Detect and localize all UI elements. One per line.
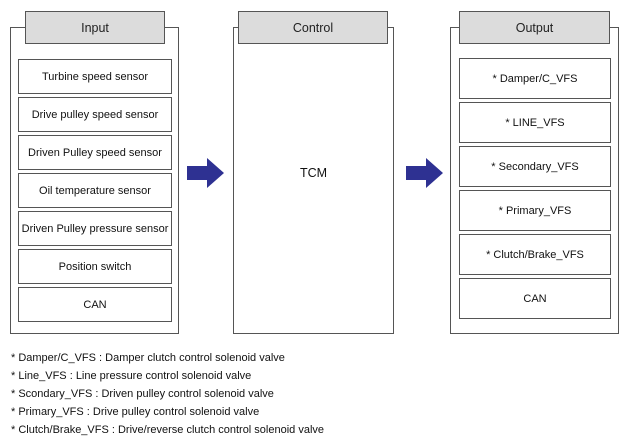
- output-item-can: CAN: [459, 278, 611, 319]
- control-panel: [233, 27, 394, 334]
- input-item-label: Oil temperature sensor: [39, 184, 151, 197]
- footnotes: * Damper/C_VFS : Damper clutch control s…: [11, 349, 324, 439]
- input-item-drive-pulley-speed-sensor: Drive pulley speed sensor: [18, 97, 172, 132]
- output-item-label: * Clutch/Brake_VFS: [486, 248, 584, 261]
- input-item-label: Turbine speed sensor: [42, 70, 148, 83]
- output-item-secondary-vfs: * Secondary_VFS: [459, 146, 611, 187]
- footnote: * Line_VFS : Line pressure control solen…: [11, 370, 252, 382]
- footnote: * Scondary_VFS : Driven pulley control s…: [11, 388, 274, 400]
- output-item-clutch-brake-vfs: * Clutch/Brake_VFS: [459, 234, 611, 275]
- tcm-label: TCM: [299, 166, 328, 180]
- input-item-driven-pulley-pressure-sensor: Driven Pulley pressure sensor: [18, 211, 172, 246]
- control-header: Control: [238, 11, 388, 44]
- output-item-damper-c-vfs: * Damper/C_VFS: [459, 58, 611, 99]
- input-item-label: Driven Pulley pressure sensor: [21, 222, 169, 235]
- output-item-line-vfs: * LINE_VFS: [459, 102, 611, 143]
- right-arrow-icon: [406, 158, 443, 188]
- input-title: Input: [81, 20, 109, 35]
- input-item-label: CAN: [83, 298, 107, 311]
- control-body: TCM: [233, 150, 394, 196]
- footnote: * Damper/C_VFS : Damper clutch control s…: [11, 352, 285, 364]
- output-item-label: * Secondary_VFS: [491, 160, 579, 173]
- input-item-label: Driven Pulley speed sensor: [28, 146, 162, 159]
- input-item-turbine-speed-sensor: Turbine speed sensor: [18, 59, 172, 94]
- input-item-position-switch: Position switch: [18, 249, 172, 284]
- output-item-label: * LINE_VFS: [505, 116, 565, 129]
- input-item-label: Position switch: [58, 260, 132, 273]
- footnote: * Primary_VFS : Drive pulley control sol…: [11, 406, 260, 418]
- right-arrow-icon: [187, 158, 224, 188]
- output-header: Output: [459, 11, 610, 44]
- input-item-can: CAN: [18, 287, 172, 322]
- input-item-label: Drive pulley speed sensor: [31, 108, 159, 121]
- output-item-primary-vfs: * Primary_VFS: [459, 190, 611, 231]
- footnote: * Clutch/Brake_VFS : Drive/reverse clutc…: [11, 424, 325, 436]
- output-item-label: * Primary_VFS: [498, 204, 572, 217]
- output-title: Output: [515, 20, 554, 35]
- input-item-driven-pulley-speed-sensor: Driven Pulley speed sensor: [18, 135, 172, 170]
- input-item-oil-temperature-sensor: Oil temperature sensor: [18, 173, 172, 208]
- output-item-label: * Damper/C_VFS: [492, 72, 578, 85]
- output-item-label: CAN: [523, 292, 547, 305]
- control-title: Control: [292, 20, 334, 35]
- input-header: Input: [25, 11, 165, 44]
